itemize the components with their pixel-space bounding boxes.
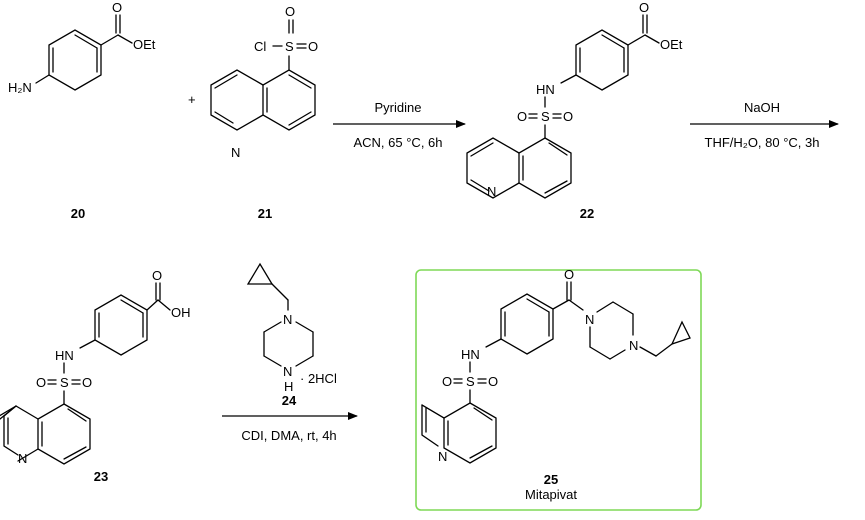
step1-conditions: ACN, 65 °C, 6h <box>353 135 442 150</box>
atom-s: S <box>285 39 294 54</box>
step2-conditions: THF/H₂O, 80 °C, 3h <box>705 135 820 150</box>
compound-number-20: 20 <box>71 206 85 221</box>
compound-24-structure: N N H · 2HCl <box>246 262 337 394</box>
atom-h: H <box>284 379 293 394</box>
atom-hn: HN <box>461 347 480 362</box>
compound-22-structure: O OEt HN S O O N <box>466 0 683 199</box>
compound-number-21: 21 <box>258 206 272 221</box>
atom-n: N <box>283 364 292 379</box>
step1-reagent: Pyridine <box>375 100 422 115</box>
atom-n: N <box>487 184 496 199</box>
product-highlight-box <box>415 269 702 511</box>
atom-o: O <box>564 267 574 282</box>
atom-o: O <box>152 268 162 283</box>
step3-conditions: CDI, DMA, rt, 4h <box>241 428 336 443</box>
atom-o: O <box>442 374 452 389</box>
atom-n: N <box>18 451 27 466</box>
atom-o: O <box>639 0 649 15</box>
compound-number-25: 25 <box>544 472 558 487</box>
atom-s: S <box>541 109 550 124</box>
compound-25-structure: O N N HN S O O N <box>421 267 691 464</box>
atom-oet: OEt <box>660 37 683 52</box>
atom-n: N <box>283 312 292 327</box>
atom-oet: OEt <box>133 37 156 52</box>
salt-label: · 2HCl <box>300 371 337 386</box>
atom-o: O <box>36 375 46 390</box>
atom-o: O <box>563 109 573 124</box>
plus-sign: + <box>188 92 196 107</box>
compound-number-22: 22 <box>580 206 594 221</box>
compound-number-24: 24 <box>282 393 297 408</box>
step2-reagent: NaOH <box>744 100 780 115</box>
atom-n: N <box>585 312 594 327</box>
atom-o: O <box>82 375 92 390</box>
atom-hn: HN <box>536 82 555 97</box>
atom-cl: Cl <box>254 39 266 54</box>
atom-o: O <box>285 4 295 19</box>
compound-name-25: Mitapivat <box>525 487 577 502</box>
compound-23-structure: O OH HN S O O N <box>0 268 191 466</box>
atom-n: N <box>231 145 240 160</box>
atom-o: O <box>112 0 122 15</box>
compound-number-23: 23 <box>94 469 108 484</box>
atom-s: S <box>60 375 69 390</box>
compound-21-structure: O S O Cl N <box>210 4 318 160</box>
atom-h2n: H₂N <box>8 80 32 95</box>
compound-20-structure: O OEt H₂N <box>8 0 156 95</box>
atom-n: N <box>438 449 447 464</box>
atom-o: O <box>308 39 318 54</box>
atom-s: S <box>466 374 475 389</box>
atom-o: O <box>517 109 527 124</box>
atom-o: O <box>488 374 498 389</box>
atom-n: N <box>629 338 638 353</box>
atom-hn: HN <box>55 348 74 363</box>
atom-oh: OH <box>171 305 191 320</box>
